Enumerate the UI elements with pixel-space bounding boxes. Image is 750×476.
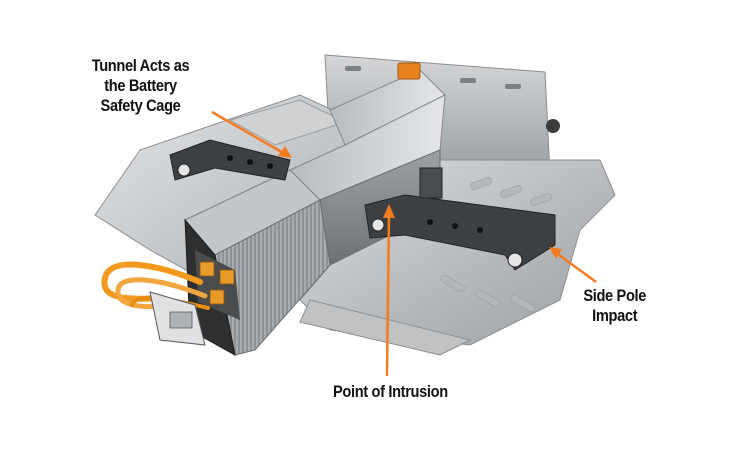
callout-point-of-intrusion: Point of Intrusion <box>333 382 448 401</box>
callout-arrows <box>211 110 597 377</box>
right-floor-panel <box>299 159 616 356</box>
battery-module-front <box>184 169 331 356</box>
callout-tunnel-line-1: Tunnel Acts as <box>91 56 190 75</box>
callout-tunnel-line-3: Safety Cage <box>100 96 181 115</box>
arrow-tunnel <box>211 110 292 158</box>
crossmember-right <box>364 167 556 271</box>
arrow-side-pole <box>549 247 597 284</box>
callout-side-pole-line-1: Side Pole <box>583 286 647 305</box>
crossmember-left <box>169 139 291 181</box>
high-voltage-cable <box>101 261 210 346</box>
arrow-intrusion <box>383 204 395 377</box>
callout-side-pole-line-2: Impact <box>592 306 638 325</box>
callout-tunnel-line-2: the Battery <box>104 76 177 95</box>
callout-side-pole-impact: Side Pole Impact <box>576 286 653 326</box>
callout-tunnel-safety-cage: Tunnel Acts as the Battery Safety Cage <box>76 56 205 116</box>
